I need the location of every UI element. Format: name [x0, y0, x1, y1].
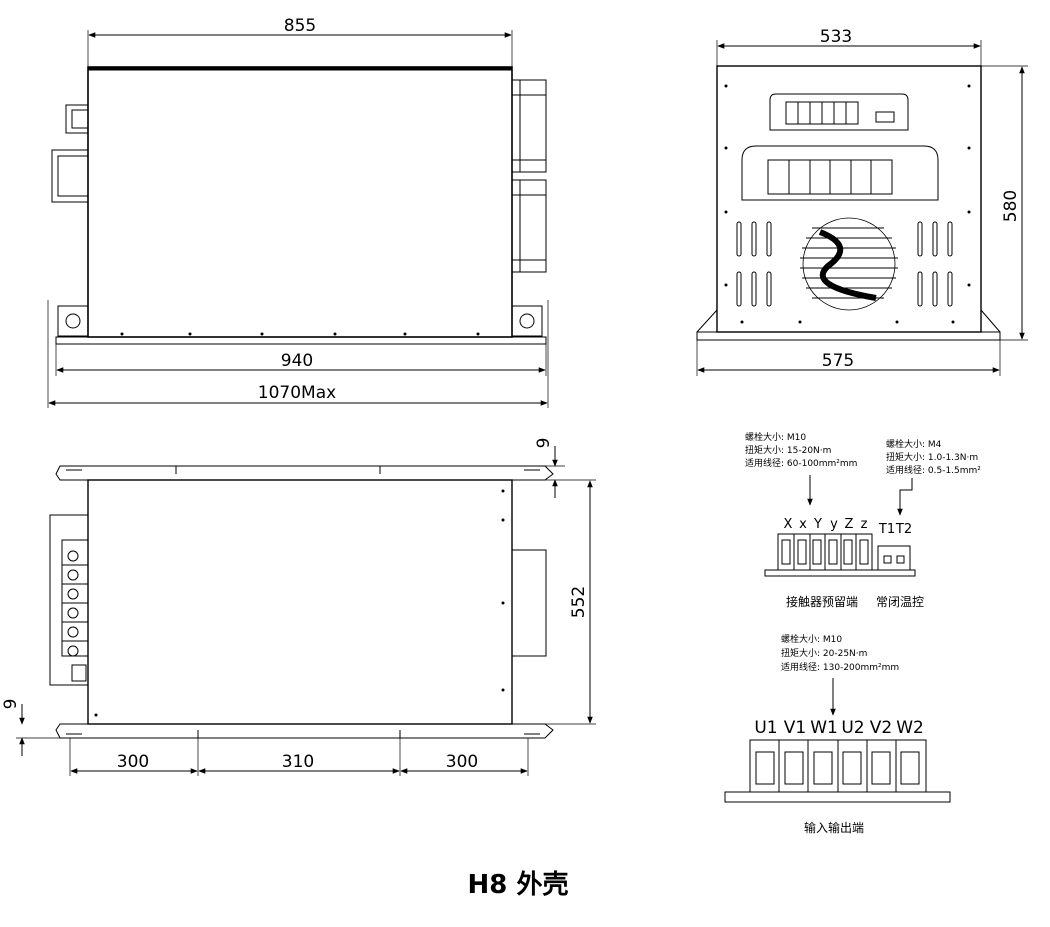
nc-spec-torque: 扭矩大小: 1.0-1.3N·m: [886, 451, 978, 463]
contactor-terminal-labels: X x Y y Z z: [784, 517, 868, 532]
io-label-U1: U1: [754, 718, 777, 738]
plan-dim-spacing-1: 300: [117, 752, 149, 772]
contactor-label-y: y: [830, 517, 838, 532]
nc-label-T1: T1: [878, 522, 895, 537]
io-spec-bolt: 螺栓大小: M10: [781, 633, 842, 645]
side-dim-base: 575: [822, 351, 854, 371]
io-label-U2: U2: [841, 718, 864, 738]
contactor-label-X: X: [784, 517, 793, 532]
plan-dim-offset-bottom: 9: [1, 699, 21, 710]
front-dim-base: 940: [281, 351, 313, 371]
drawing-title: H8 外壳: [468, 870, 569, 900]
io-caption: 输入输出端: [804, 820, 864, 835]
nc-caption: 常闭温控: [876, 595, 924, 609]
plan-view: 552 9 9 300 310 300: [1, 438, 596, 776]
contactor-label-Y: Y: [813, 517, 822, 532]
side-dim-width: 533: [820, 27, 852, 47]
plan-dim-height: 552: [569, 586, 589, 618]
io-label-V2: V2: [870, 718, 892, 738]
side-view: 533 580 575: [696, 27, 1028, 376]
io-terminal-labels: U1 V1 W1 U2 V2 W2: [754, 718, 923, 738]
plan-dim-spacing-3: 300: [446, 752, 478, 772]
contactor-caption: 接触器预留端: [786, 594, 858, 609]
plan-dim-offset-top: 9: [534, 438, 554, 449]
io-terminal-detail: 螺栓大小: M10 扭矩大小: 20-25N·m 适用线径: 130-200mm…: [724, 633, 951, 835]
io-label-V1: V1: [784, 718, 806, 738]
plan-dim-spacing-2: 310: [282, 752, 314, 772]
io-label-W2: W2: [896, 718, 924, 738]
nc-spec-bolt: 螺栓大小: M4: [886, 438, 942, 450]
front-dim-top: 855: [284, 16, 316, 36]
io-spec-torque: 扭矩大小: 20-25N·m: [781, 647, 867, 659]
contactor-spec-wire: 适用线径: 60-100mm²mm: [745, 457, 857, 469]
contactor-spec-torque: 扭矩大小: 15-20N·m: [745, 444, 831, 456]
nc-spec-wire: 适用线径: 0.5-1.5mm²: [886, 464, 981, 476]
contactor-label-x: x: [799, 517, 807, 532]
contactor-spec-bolt: 螺栓大小: M10: [745, 431, 806, 443]
nc-label-T2: T2: [895, 522, 912, 537]
nc-terminal-detail: 螺栓大小: M4 扭矩大小: 1.0-1.3N·m 适用线径: 0.5-1.5m…: [876, 438, 981, 609]
contactor-terminal-detail: 螺栓大小: M10 扭矩大小: 15-20N·m 适用线径: 60-100mm²…: [745, 431, 916, 609]
contactor-label-z: z: [861, 517, 868, 532]
io-label-W1: W1: [810, 718, 838, 738]
front-dim-overall: 1070Max: [258, 383, 336, 403]
io-spec-wire: 适用线径: 130-200mm²mm: [781, 661, 899, 673]
front-view: 855 940 1070Max: [47, 16, 549, 408]
contactor-label-Z: Z: [845, 517, 854, 532]
side-dim-height: 580: [1001, 190, 1021, 222]
